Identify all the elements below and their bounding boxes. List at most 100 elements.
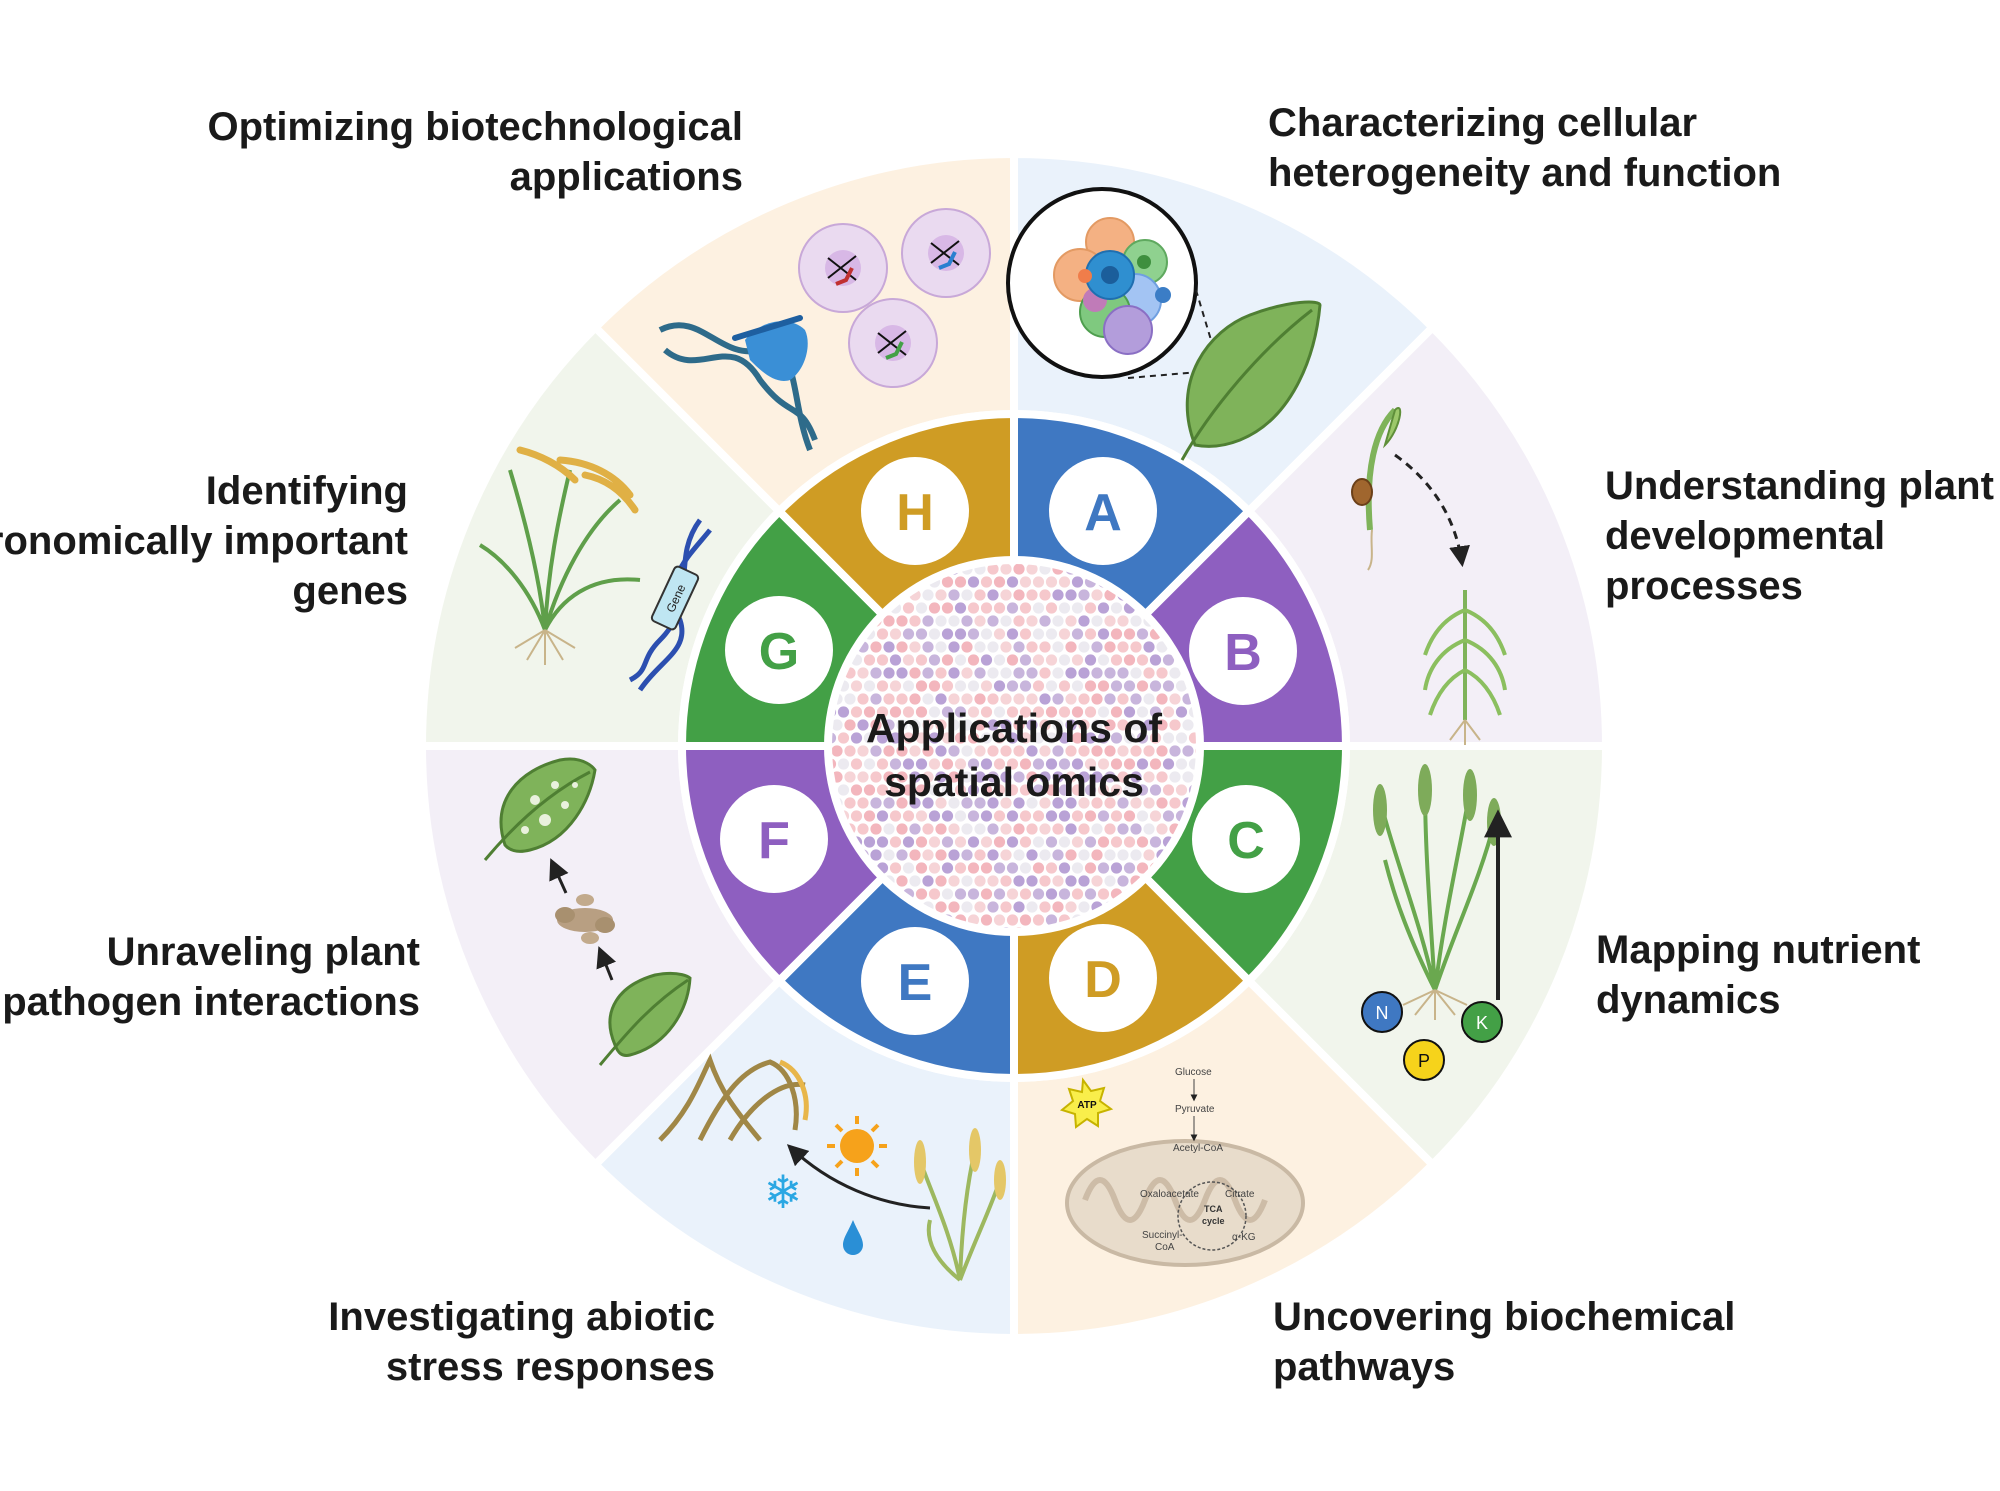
spatial-spot	[1045, 602, 1058, 614]
spatial-spot	[832, 732, 837, 744]
spatial-spot	[1000, 719, 1012, 731]
spatial-spot	[1104, 615, 1116, 627]
spatial-spot	[948, 745, 960, 757]
spatial-spot	[980, 888, 993, 900]
spatial-spot	[1169, 745, 1181, 757]
spatial-spot	[935, 745, 947, 757]
spatial-spot	[1006, 758, 1019, 770]
spatial-spot	[1026, 797, 1038, 809]
spatial-spot	[915, 862, 928, 874]
spatial-spot	[1065, 641, 1077, 653]
spatial-spot	[1039, 589, 1051, 601]
spatial-spot	[980, 602, 993, 614]
spatial-spot	[1006, 810, 1019, 822]
spatial-spot	[1156, 641, 1168, 653]
pathway-glucose: Glucose	[1175, 1067, 1212, 1078]
spatial-spot	[1013, 849, 1025, 861]
spatial-spot	[1084, 628, 1097, 640]
spatial-spot	[993, 706, 1006, 718]
spatial-spot	[1058, 784, 1071, 796]
spatial-spot	[1058, 810, 1071, 822]
spatial-spot	[974, 615, 986, 627]
spatial-spot	[941, 758, 954, 770]
badge-e-letter: E	[898, 954, 933, 1012]
spatial-spot	[935, 849, 947, 861]
spatial-spot	[1039, 901, 1051, 913]
spatial-spot	[883, 797, 895, 809]
spatial-spot	[1169, 667, 1181, 679]
spatial-spot	[1045, 654, 1058, 666]
edited-cell-icon-1	[798, 223, 888, 313]
spatial-spot	[1143, 823, 1155, 835]
spatial-spot	[980, 784, 993, 796]
spatial-spot	[1026, 693, 1038, 705]
spatial-spot	[1058, 888, 1071, 900]
edited-cell-icon-2	[901, 208, 991, 298]
spatial-spot	[1084, 862, 1097, 874]
spatial-spot	[889, 732, 902, 744]
spatial-spot	[1039, 849, 1051, 861]
spatial-spot	[974, 667, 986, 679]
spatial-spot	[922, 745, 934, 757]
spatial-spot	[1000, 849, 1012, 861]
spatial-spot	[1097, 732, 1110, 744]
spatial-spot	[961, 615, 973, 627]
spatial-spot	[980, 706, 993, 718]
spatial-spot	[902, 784, 915, 796]
spatial-spot	[902, 654, 915, 666]
spatial-spot	[876, 836, 889, 848]
badge-c-letter: C	[1227, 812, 1265, 870]
pathway-akg: α-KG	[1232, 1232, 1256, 1243]
spatial-spot	[1084, 680, 1097, 692]
spatial-spot	[1078, 901, 1090, 913]
spatial-spot	[1130, 771, 1142, 783]
spatial-spot	[993, 888, 1006, 900]
spatial-spot	[922, 641, 934, 653]
spatial-spot	[889, 784, 902, 796]
spatial-spot	[1175, 680, 1188, 692]
spatial-spot	[1091, 849, 1103, 861]
spatial-spot	[1136, 784, 1149, 796]
spatial-spot	[1136, 628, 1149, 640]
spatial-spot	[980, 576, 993, 588]
spatial-spot	[1078, 771, 1090, 783]
spatial-spot	[941, 810, 954, 822]
spatial-spot	[935, 771, 947, 783]
mature-plant-icon	[1423, 590, 1507, 745]
spatial-spot	[967, 758, 980, 770]
spatial-spot	[844, 771, 856, 783]
spatial-spot	[1182, 745, 1194, 757]
label-e: Investigating abiotic stress responses	[328, 1292, 715, 1392]
spatial-spot	[935, 797, 947, 809]
spatial-spot	[1162, 810, 1175, 822]
spatial-spot	[1097, 706, 1110, 718]
spatial-spot	[1065, 901, 1077, 913]
spatial-spot	[1052, 693, 1064, 705]
spatial-spot	[1156, 745, 1168, 757]
spatial-spot	[870, 823, 882, 835]
infection-arrow-bottom	[596, 946, 616, 981]
spatial-spot	[941, 888, 954, 900]
spatial-spot	[948, 901, 960, 913]
spatial-spot	[1078, 797, 1090, 809]
spatial-spot	[928, 602, 941, 614]
spatial-spot	[1130, 693, 1142, 705]
spatial-spot	[948, 771, 960, 783]
spatial-spot	[1045, 706, 1058, 718]
spatial-spot	[928, 862, 941, 874]
spatial-spot	[1000, 797, 1012, 809]
label-f-line1: Unraveling plant	[106, 930, 420, 974]
label-e-line2: stress responses	[385, 1345, 715, 1389]
spatial-spot	[1123, 628, 1136, 640]
spatial-spot	[1026, 641, 1038, 653]
spatial-spot	[1006, 784, 1019, 796]
spatial-spot	[1149, 810, 1162, 822]
label-h-line1: Optimizing biotechnological	[207, 105, 743, 149]
spatial-spot	[1130, 797, 1142, 809]
spatial-spot	[863, 758, 876, 770]
spatial-spot	[1143, 745, 1155, 757]
spatial-spot	[1097, 836, 1110, 848]
spatial-spot	[1013, 564, 1025, 575]
spatial-spot	[889, 758, 902, 770]
spatial-spot	[1039, 875, 1051, 887]
